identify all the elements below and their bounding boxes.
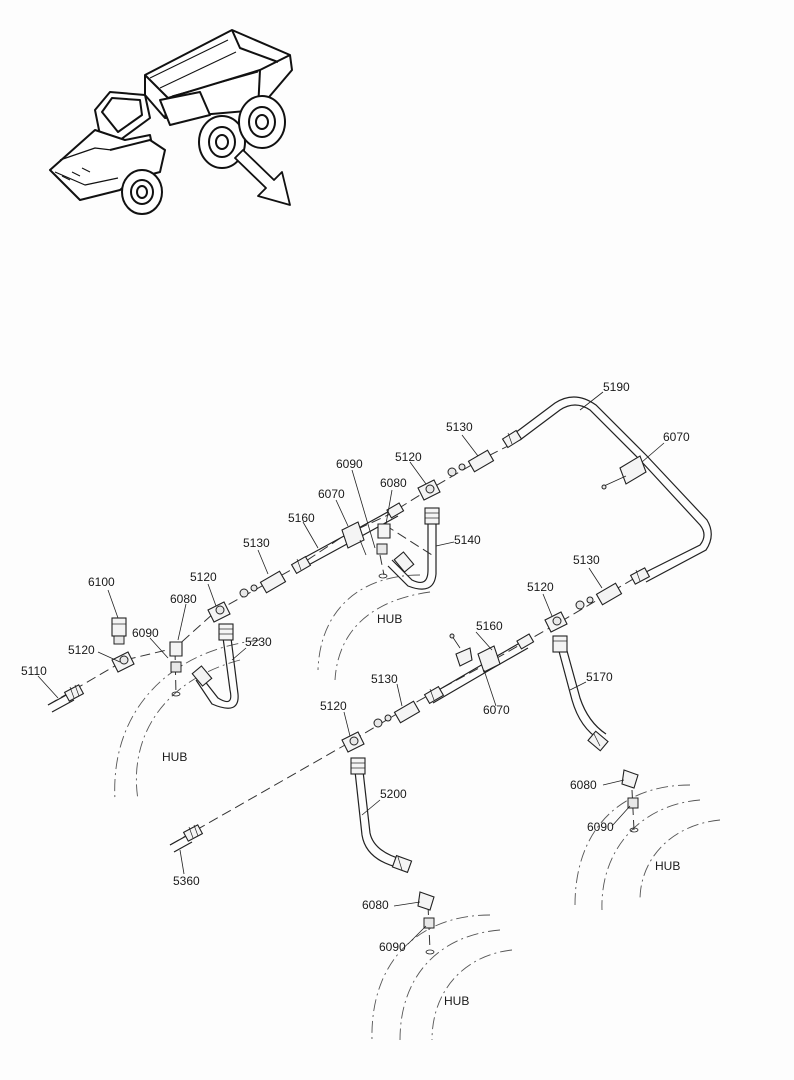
label-5360: 5360 — [173, 874, 200, 888]
label-5130-c: 5130 — [573, 553, 600, 567]
label-5190: 5190 — [603, 380, 630, 394]
label-6090-a: 6090 — [132, 626, 159, 640]
hub-label-rear-left: HUB — [444, 994, 469, 1008]
fitting-6100 — [111, 617, 127, 645]
label-5160-a: 5160 — [288, 511, 315, 525]
nipple-6090-d — [423, 917, 435, 955]
ferrule-5140 — [424, 507, 440, 525]
label-5200: 5200 — [380, 787, 407, 801]
label-6070-c: 6070 — [483, 703, 510, 717]
clamp-6070-c — [449, 633, 501, 673]
ferrule-5170-b — [587, 730, 609, 752]
clamp-6070-b — [601, 455, 647, 490]
label-6080-a: 6080 — [170, 592, 197, 606]
ferrule-5160-d — [516, 633, 535, 650]
ferrule-5190-a — [501, 429, 523, 449]
ferrule-5170 — [552, 635, 568, 653]
tee-5120-e — [341, 731, 365, 753]
ferrule-5200-b — [391, 854, 413, 874]
hub-outlines — [114, 574, 721, 1041]
label-6080-b: 6080 — [380, 476, 407, 490]
leader-lines — [37, 391, 665, 945]
union-5130-a — [239, 570, 287, 598]
label-5120-e: 5120 — [320, 699, 347, 713]
ferrule-5110 — [63, 684, 85, 702]
label-6090-b: 6090 — [336, 457, 363, 471]
label-5140: 5140 — [454, 533, 481, 547]
ferrule-5160-a — [290, 555, 312, 575]
tee-5120-a — [111, 651, 135, 673]
union-5130-b — [447, 449, 495, 477]
fittings — [63, 429, 651, 955]
ferrule-5190-b — [629, 567, 651, 585]
label-6070-a: 6070 — [318, 487, 345, 501]
ferrule-5230 — [218, 623, 234, 641]
nipple-6090-a — [170, 661, 182, 697]
part-labels: 5110 5120 6100 6090 6080 5120 5230 5130 … — [21, 380, 690, 954]
union-5130-c — [575, 582, 623, 610]
label-6070-b: 6070 — [663, 430, 690, 444]
tee-5120-c — [417, 479, 441, 501]
label-5120-d: 5120 — [527, 580, 554, 594]
label-5120-c: 5120 — [395, 450, 422, 464]
label-5130-b: 5130 — [446, 420, 473, 434]
ferrule-5360 — [182, 824, 204, 842]
label-6080-c: 6080 — [570, 778, 597, 792]
tee-5120-b — [207, 601, 231, 623]
hub-label-mid: HUB — [377, 612, 402, 626]
label-5120-a: 5120 — [68, 643, 95, 657]
label-5130-a: 5130 — [243, 536, 270, 550]
ferrule-5200 — [350, 757, 366, 775]
hub-labels: HUB HUB HUB HUB — [162, 612, 680, 1008]
label-6090-c: 6090 — [587, 820, 614, 834]
label-6100: 6100 — [88, 575, 115, 589]
label-6090-d: 6090 — [379, 940, 406, 954]
hub-label-rear-right: HUB — [655, 859, 680, 873]
ferrule-5230-b — [191, 665, 213, 687]
ferrule-5160-b — [386, 502, 405, 519]
label-5230: 5230 — [245, 635, 272, 649]
label-5170: 5170 — [586, 670, 613, 684]
label-5160-b: 5160 — [476, 619, 503, 633]
union-5130-d — [373, 700, 421, 728]
dump-truck-illustration — [49, 29, 293, 215]
label-6080-d: 6080 — [362, 898, 389, 912]
ferrule-5160-c — [423, 685, 445, 705]
elbow-6080-b — [377, 523, 391, 539]
elbow-6080-a — [169, 641, 183, 657]
elbow-6080-c — [621, 769, 639, 789]
label-5110: 5110 — [21, 664, 47, 678]
clamp-6070-a — [341, 521, 367, 556]
nipple-6090-c — [627, 797, 639, 833]
tee-5120-d — [544, 611, 568, 633]
hub-label-front: HUB — [162, 750, 187, 764]
label-5120-b: 5120 — [190, 570, 217, 584]
elbow-6080-d — [417, 891, 435, 911]
label-5130-d: 5130 — [371, 672, 398, 686]
nipple-6090-b — [376, 543, 388, 579]
ferrule-5140-b — [393, 551, 415, 573]
